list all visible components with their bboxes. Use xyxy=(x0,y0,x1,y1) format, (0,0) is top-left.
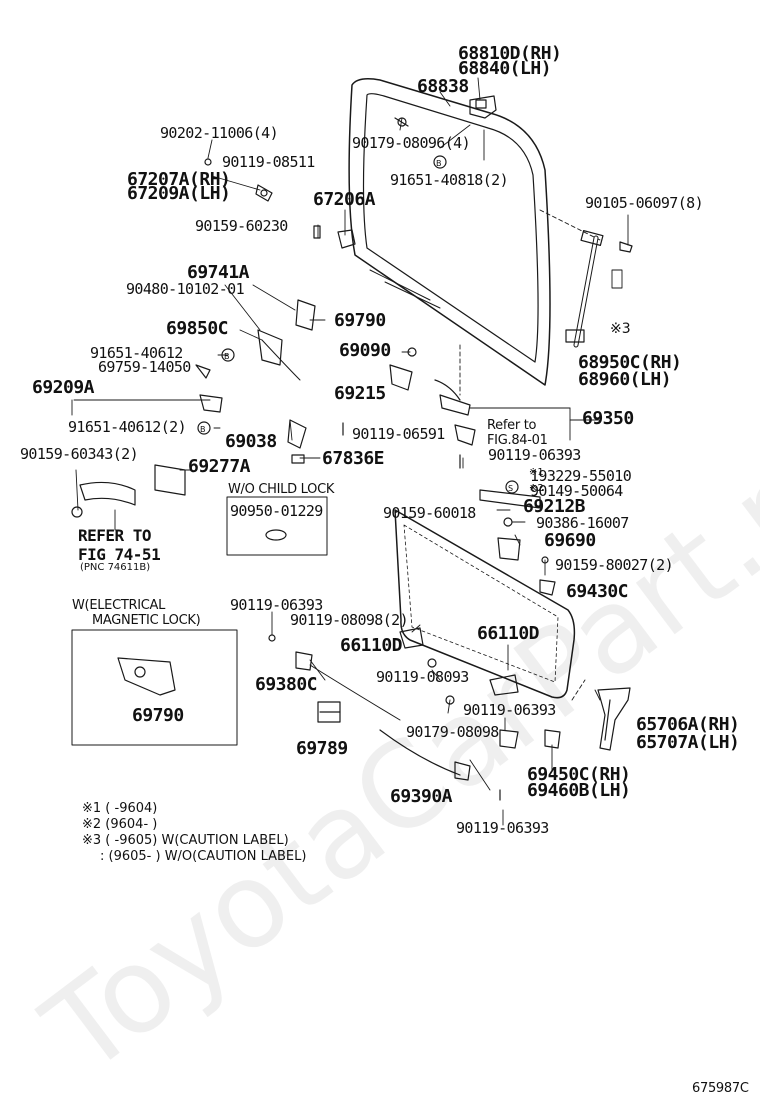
part-label: 90202-11006(4) xyxy=(160,124,279,142)
part-label: 68960(LH) xyxy=(578,369,672,390)
part-label: 90119-06393 xyxy=(463,701,556,719)
part-label: 67209A(LH) xyxy=(127,183,231,204)
upper-hinge xyxy=(394,95,497,127)
back-door-handle xyxy=(71,464,186,518)
box-title: MAGNETIC LOCK) xyxy=(92,613,201,628)
footnote: ※1 ( -9604) xyxy=(82,801,158,816)
svg-text:B: B xyxy=(436,159,442,168)
svg-text:B: B xyxy=(200,425,206,434)
back-door-upper-frame xyxy=(348,78,551,386)
reference-note: FIG 74-51 xyxy=(78,545,161,564)
lock-rod-assembly: B B xyxy=(195,299,316,464)
part-label: 66110D xyxy=(340,635,403,656)
part-label: 90119-06393 xyxy=(230,596,323,614)
part-label: 69759-14050 xyxy=(98,358,191,376)
center-lock-parts xyxy=(342,347,476,469)
part-label: 91651-40612 xyxy=(90,344,183,362)
part-label: 69038 xyxy=(225,431,277,452)
part-label: 69090 xyxy=(339,340,391,361)
footnote: : (9605- ) W/O(CAUTION LABEL) xyxy=(100,849,307,864)
part-label: 91651-40818(2) xyxy=(390,171,509,189)
part-label: 90149-50064 xyxy=(530,482,623,500)
reference-note: REFER TO xyxy=(78,526,152,545)
part-label: 67836E xyxy=(322,448,385,469)
box-title: W/O CHILD LOCK xyxy=(228,482,335,497)
part-label: 90159-60230 xyxy=(195,217,288,235)
part-label: 69390A xyxy=(390,786,453,807)
part-label: 90159-60018 xyxy=(383,504,476,522)
part-label: 65706A(RH) xyxy=(636,714,740,735)
part-label: 67206A xyxy=(313,189,376,210)
part-label: 69212B xyxy=(523,496,586,517)
superscript-mark: ※2 xyxy=(529,483,544,494)
lower-hinge xyxy=(597,687,631,751)
part-label: 90119-08511 xyxy=(222,153,315,171)
part-label: 69690 xyxy=(544,530,596,551)
svg-text:B: B xyxy=(224,352,230,361)
part-label: 69209A xyxy=(32,377,95,398)
part-label: 69790 xyxy=(132,705,184,726)
part-label: 69277A xyxy=(188,456,251,477)
reference-note: (PNC 74611B) xyxy=(80,562,151,573)
superscript-mark: ※1 xyxy=(529,467,544,478)
part-label: 69380C xyxy=(255,674,318,695)
part-label: 90179-08096(4) xyxy=(352,134,471,152)
part-label: 90950-01229 xyxy=(230,502,323,520)
footnote: ※3 ( -9605) W(CAUTION LABEL) xyxy=(82,833,289,848)
part-label: 90119-06591 xyxy=(352,425,445,443)
part-label: 90119-06393 xyxy=(488,446,581,464)
part-label: 68810D(RH) xyxy=(458,43,562,64)
part-label: 91651-40612(2) xyxy=(68,418,187,436)
part-label: 67207A(RH) xyxy=(127,169,231,190)
part-label: 90105-06097(8) xyxy=(585,194,704,212)
part-label: 193229-55010 xyxy=(530,467,632,485)
svg-text:S: S xyxy=(508,484,513,493)
fasteners: B xyxy=(204,155,633,253)
part-label: 68950C(RH) xyxy=(578,352,682,373)
caution-mark: ※3 xyxy=(610,321,631,337)
drawing-id: 675987C xyxy=(692,1081,749,1096)
part-label: 68840(LH) xyxy=(458,58,552,79)
child-lock-box xyxy=(226,496,328,556)
part-label: 69460B(LH) xyxy=(527,780,631,801)
garnish-and-latch: S xyxy=(479,480,556,596)
lower-lock-parts xyxy=(268,627,561,801)
part-label: 69430C xyxy=(566,581,629,602)
part-label: 66110D xyxy=(477,623,540,644)
electrical-lock-box xyxy=(71,629,238,746)
part-label: 69789 xyxy=(296,738,348,759)
part-label: 90179-08098 xyxy=(406,723,499,741)
part-label: 90159-80027(2) xyxy=(555,556,674,574)
part-label: 69450C(RH) xyxy=(527,764,631,785)
reference-note: FIG.84-01 xyxy=(487,433,548,448)
part-label: 69215 xyxy=(334,383,386,404)
part-label: 90386-16007 xyxy=(536,514,629,532)
part-label: 65707A(LH) xyxy=(636,732,740,753)
part-label: 69850C xyxy=(166,318,229,339)
part-label: 69350 xyxy=(582,408,634,429)
back-door-stay xyxy=(565,229,623,348)
box-title: W(ELECTRICAL xyxy=(72,598,166,613)
reference-note: Refer to xyxy=(487,418,537,433)
footnote: ※2 (9604- ) xyxy=(82,817,158,832)
part-label: 90159-60343(2) xyxy=(20,445,139,463)
part-label: 90119-06393 xyxy=(456,819,549,837)
part-label: 90119-08093 xyxy=(376,668,469,686)
part-label: 69790 xyxy=(334,310,386,331)
part-label: 90119-08098(2) xyxy=(290,611,409,629)
part-label: 68838 xyxy=(417,76,469,97)
part-label: 69741A xyxy=(187,262,250,283)
part-label: 90480-10102-01 xyxy=(126,280,245,298)
